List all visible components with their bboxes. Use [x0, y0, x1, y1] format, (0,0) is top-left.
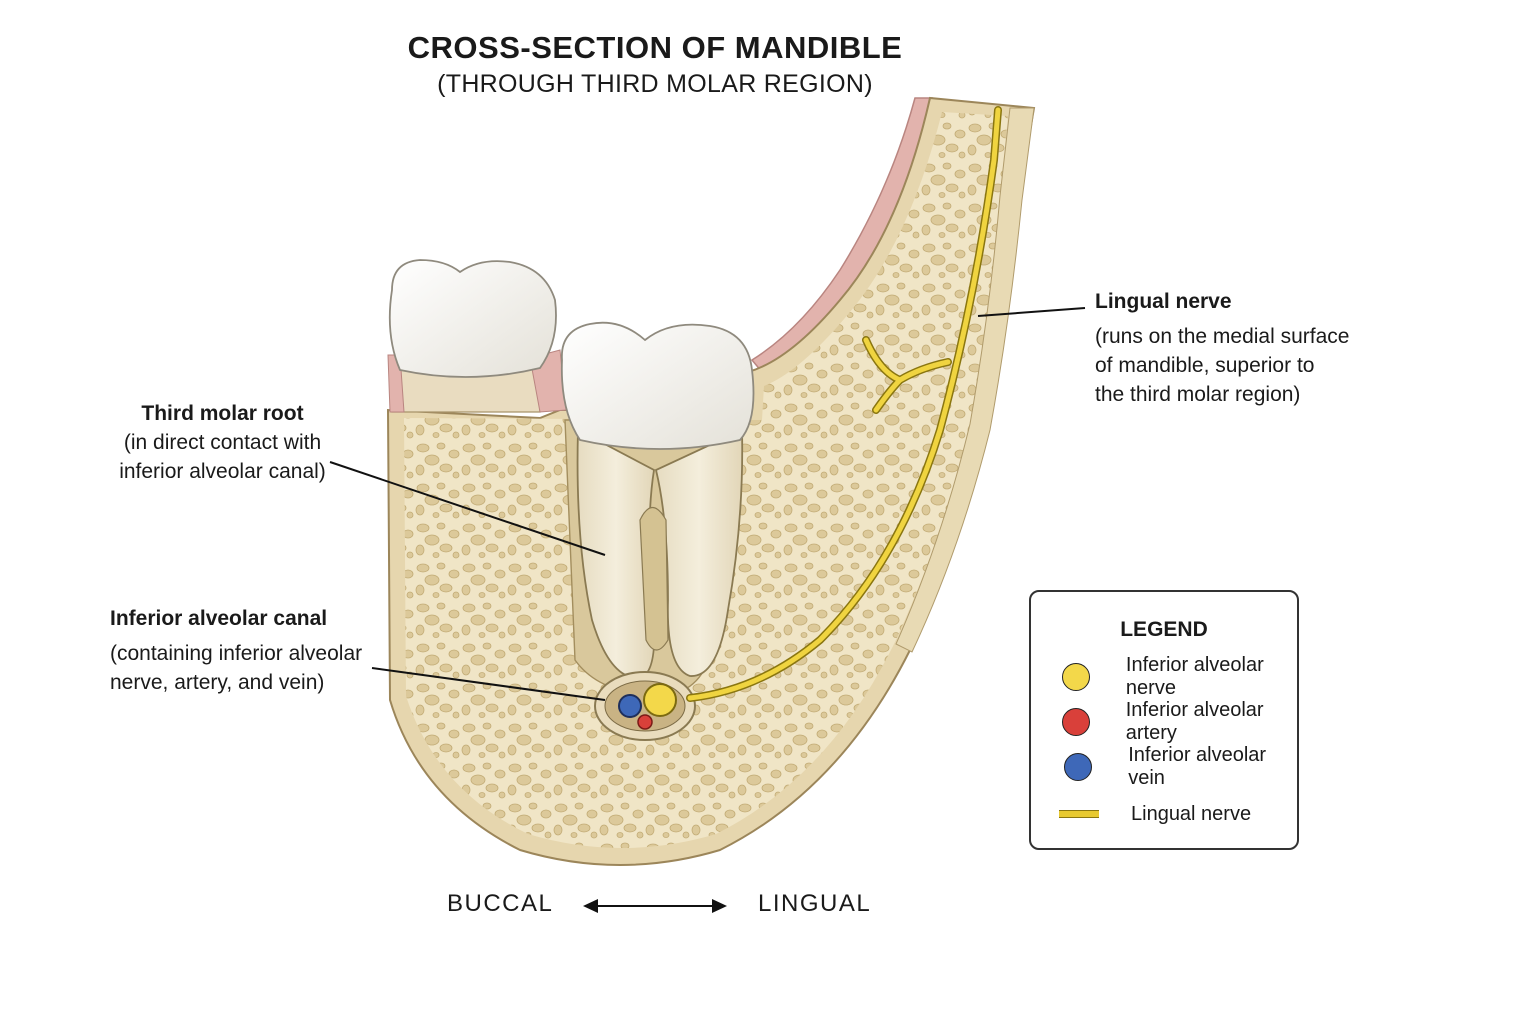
legend-item-label: Inferior alveolar vein — [1128, 744, 1267, 789]
root-furcation — [639, 506, 669, 651]
legend-item-vein: Inferior alveolar vein — [1057, 744, 1297, 789]
inferior-alveolar-vein — [618, 694, 642, 718]
legend-title: LEGEND — [1120, 618, 1208, 641]
label-inferior-alveolar-canal-desc-2: nerve, artery, and vein) — [110, 671, 325, 694]
label-inferior-alveolar-canal-head: Inferior alveolar canal — [110, 607, 328, 630]
label-third-molar-root-head: Third molar root — [141, 402, 304, 425]
inferior-alveolar-nerve — [643, 683, 677, 717]
lingual-nerve-line-icon — [1057, 797, 1101, 831]
legend-item-nerve: Inferior alveolar nerve — [1057, 654, 1297, 699]
title-block: CROSS-SECTION OF MANDIBLE (THROUGH THIRD… — [330, 30, 980, 99]
legend-item-label: Inferior alveolar artery — [1125, 699, 1264, 744]
artery-circle-icon — [1057, 705, 1096, 739]
lingual-cortex — [895, 107, 1035, 653]
orientation-arrow — [583, 899, 727, 913]
leader-canal — [371, 667, 606, 701]
label-inferior-alveolar-canal-desc-1: (containing inferior alveolar — [110, 642, 363, 665]
leader-third-molar-root — [329, 461, 606, 556]
inferior-alveolar-artery — [637, 714, 653, 730]
diagram-title: CROSS-SECTION OF MANDIBLE — [407, 30, 903, 65]
vein-circle-icon — [1057, 750, 1098, 784]
label-lingual-nerve-desc-2: of mandible, superior to — [1095, 354, 1315, 377]
label-lingual-nerve-head: Lingual nerve — [1095, 290, 1232, 313]
label-third-molar-root-desc-1: (in direct contact with — [123, 431, 322, 454]
diagram-subtitle: (THROUGH THIRD MOLAR REGION) — [437, 70, 873, 98]
label-lingual-nerve-desc-1: (runs on the medial surface — [1095, 325, 1350, 348]
lingual-nerve-core — [687, 107, 1001, 701]
legend-item-lingual-nerve: Lingual nerve — [1057, 797, 1251, 831]
second-molar-crown — [388, 259, 557, 378]
legend-item-label: Lingual nerve — [1131, 802, 1252, 825]
lingual-nerve-branch-core — [863, 337, 951, 413]
legend-box: LEGEND Inferior alveolar nerve Inferior … — [1029, 590, 1299, 850]
leader-lingual-nerve — [977, 307, 1086, 317]
label-inferior-alveolar-canal: Inferior alveolar canal (containing infe… — [110, 604, 410, 697]
orientation-buccal: BUCCAL — [447, 890, 554, 917]
label-lingual-nerve-desc-3: the third molar region) — [1095, 383, 1301, 406]
third-molar-crown — [560, 321, 755, 450]
label-third-molar-root: Third molar root (in direct contact with… — [110, 399, 335, 486]
label-third-molar-root-desc-2: inferior alveolar canal) — [119, 460, 326, 483]
legend-item-artery: Inferior alveolar artery — [1057, 699, 1297, 744]
nerve-circle-icon — [1057, 660, 1096, 694]
label-lingual-nerve: Lingual nerve (runs on the medial surfac… — [1095, 287, 1395, 409]
orientation-lingual: LINGUAL — [758, 890, 872, 917]
legend-item-label: Inferior alveolar nerve — [1125, 654, 1264, 699]
